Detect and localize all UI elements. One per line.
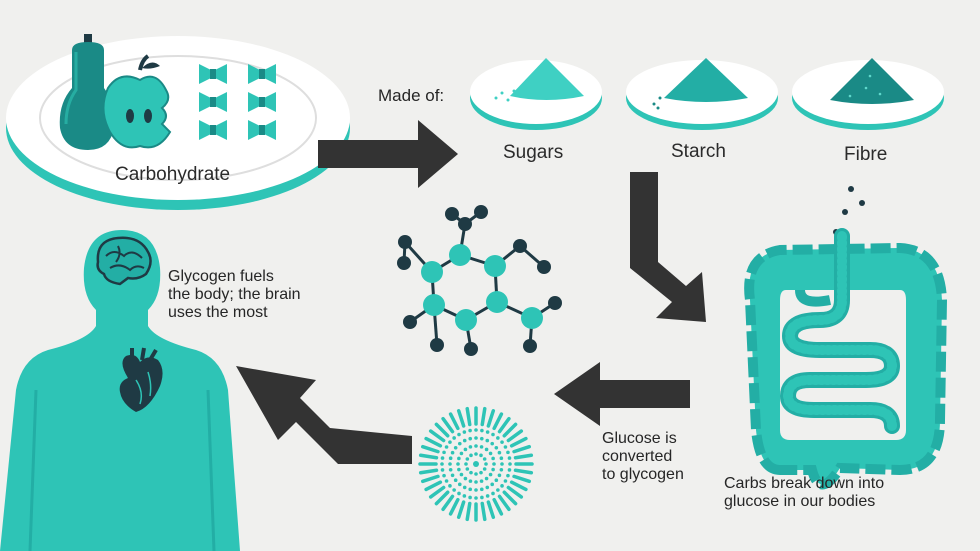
fibre-label: Fibre — [844, 144, 888, 165]
intestine-caption: Carbs break down into glucose in our bod… — [724, 475, 885, 510]
fibre-plate — [792, 58, 944, 130]
arrow-left — [554, 362, 690, 426]
sugars-label: Sugars — [503, 142, 564, 163]
intestine-icon — [744, 186, 948, 490]
molecule-icon — [397, 205, 562, 356]
starch-plate — [626, 58, 778, 130]
starch-label: Starch — [671, 141, 726, 162]
glycogen-caption: Glucose is converted to glycogen — [602, 430, 684, 483]
made-of-label: Made of: — [378, 86, 445, 105]
arrow-bent-down — [630, 172, 706, 322]
arrow-bent-up — [236, 366, 412, 464]
flow-arrows — [236, 120, 706, 464]
butternut-squash-icon — [59, 34, 115, 150]
glycogen-icon — [418, 406, 534, 522]
arrow-right — [318, 120, 458, 188]
brain-icon — [96, 236, 152, 286]
sugars-plate — [470, 58, 602, 130]
body-caption: Glycogen fuels the body; the brain uses … — [168, 268, 301, 321]
pasta-icon — [199, 64, 276, 140]
carbohydrate-label: Carbohydrate — [115, 164, 231, 185]
heart-icon — [119, 347, 163, 412]
apple-icon — [102, 54, 172, 149]
